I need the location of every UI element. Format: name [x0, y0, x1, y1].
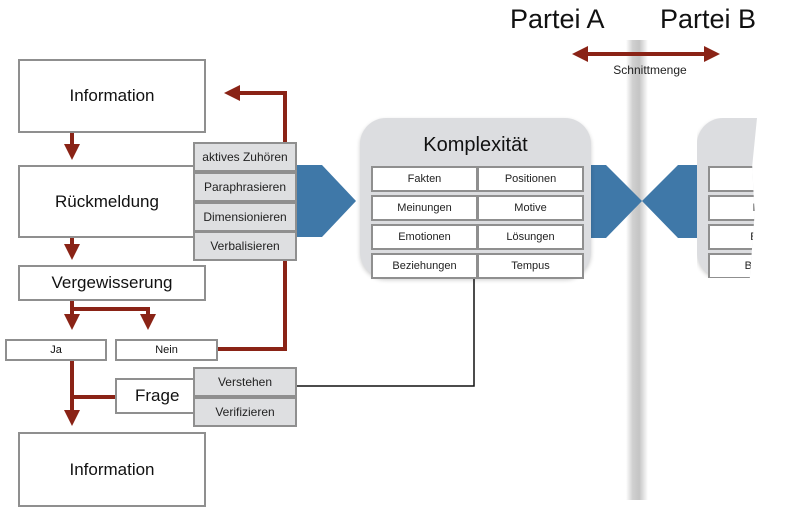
party-b-panel-clipped: F Mei Emo Bezieh — [697, 118, 757, 278]
party-b-label: Partei B — [660, 4, 757, 34]
party-b-cell: F — [708, 166, 757, 192]
party-b-cell: Emo — [708, 224, 757, 250]
connector-complexity-verstehen — [296, 277, 475, 387]
rueckmeldung-box: Rückmeldung — [18, 165, 206, 238]
party-b-cell: Mei — [708, 195, 757, 221]
complexity-grid: Fakten Positionen Meinungen Motive Emoti… — [371, 166, 584, 279]
blue-bowtie-left — [590, 165, 642, 238]
complexity-panel: Komplexität Fakten Positionen Meinungen … — [360, 118, 591, 279]
ja-box: Ja — [5, 339, 107, 361]
frage-box: Frage — [115, 378, 207, 414]
technique-dimensionieren: Dimensionieren — [193, 202, 297, 232]
blue-arrow-left — [280, 165, 356, 237]
party-a-label: Partei A — [510, 4, 605, 34]
complexity-cell-motive: Motive — [477, 195, 584, 221]
complexity-cell-positionen: Positionen — [477, 166, 584, 192]
party-b-cell: Bezieh — [708, 253, 757, 278]
complexity-cell-fakten: Fakten — [371, 166, 478, 192]
complexity-cell-meinungen: Meinungen — [371, 195, 478, 221]
question-verifizieren: Verifizieren — [193, 397, 297, 427]
blue-bowtie-right — [642, 165, 698, 238]
complexity-title: Komplexität — [423, 134, 528, 156]
question-verstehen: Verstehen — [193, 367, 297, 397]
information-bottom-box: Information — [18, 432, 206, 507]
technique-paraphrasieren: Paraphrasieren — [193, 172, 297, 202]
overlap-label: Schnittmenge — [613, 63, 687, 77]
vergewisserung-box: Vergewisserung — [18, 265, 206, 301]
information-top-box: Information — [18, 59, 206, 133]
complexity-cell-beziehungen: Beziehungen — [371, 253, 478, 279]
complexity-cell-emotionen: Emotionen — [371, 224, 478, 250]
complexity-cell-tempus: Tempus — [477, 253, 584, 279]
technique-verbalisieren: Verbalisieren — [193, 231, 297, 261]
nein-box: Nein — [115, 339, 218, 361]
divider-smudge — [626, 40, 648, 500]
complexity-cell-loesungen: Lösungen — [477, 224, 584, 250]
technique-aktives-zuhoeren: aktives Zuhören — [193, 142, 297, 172]
